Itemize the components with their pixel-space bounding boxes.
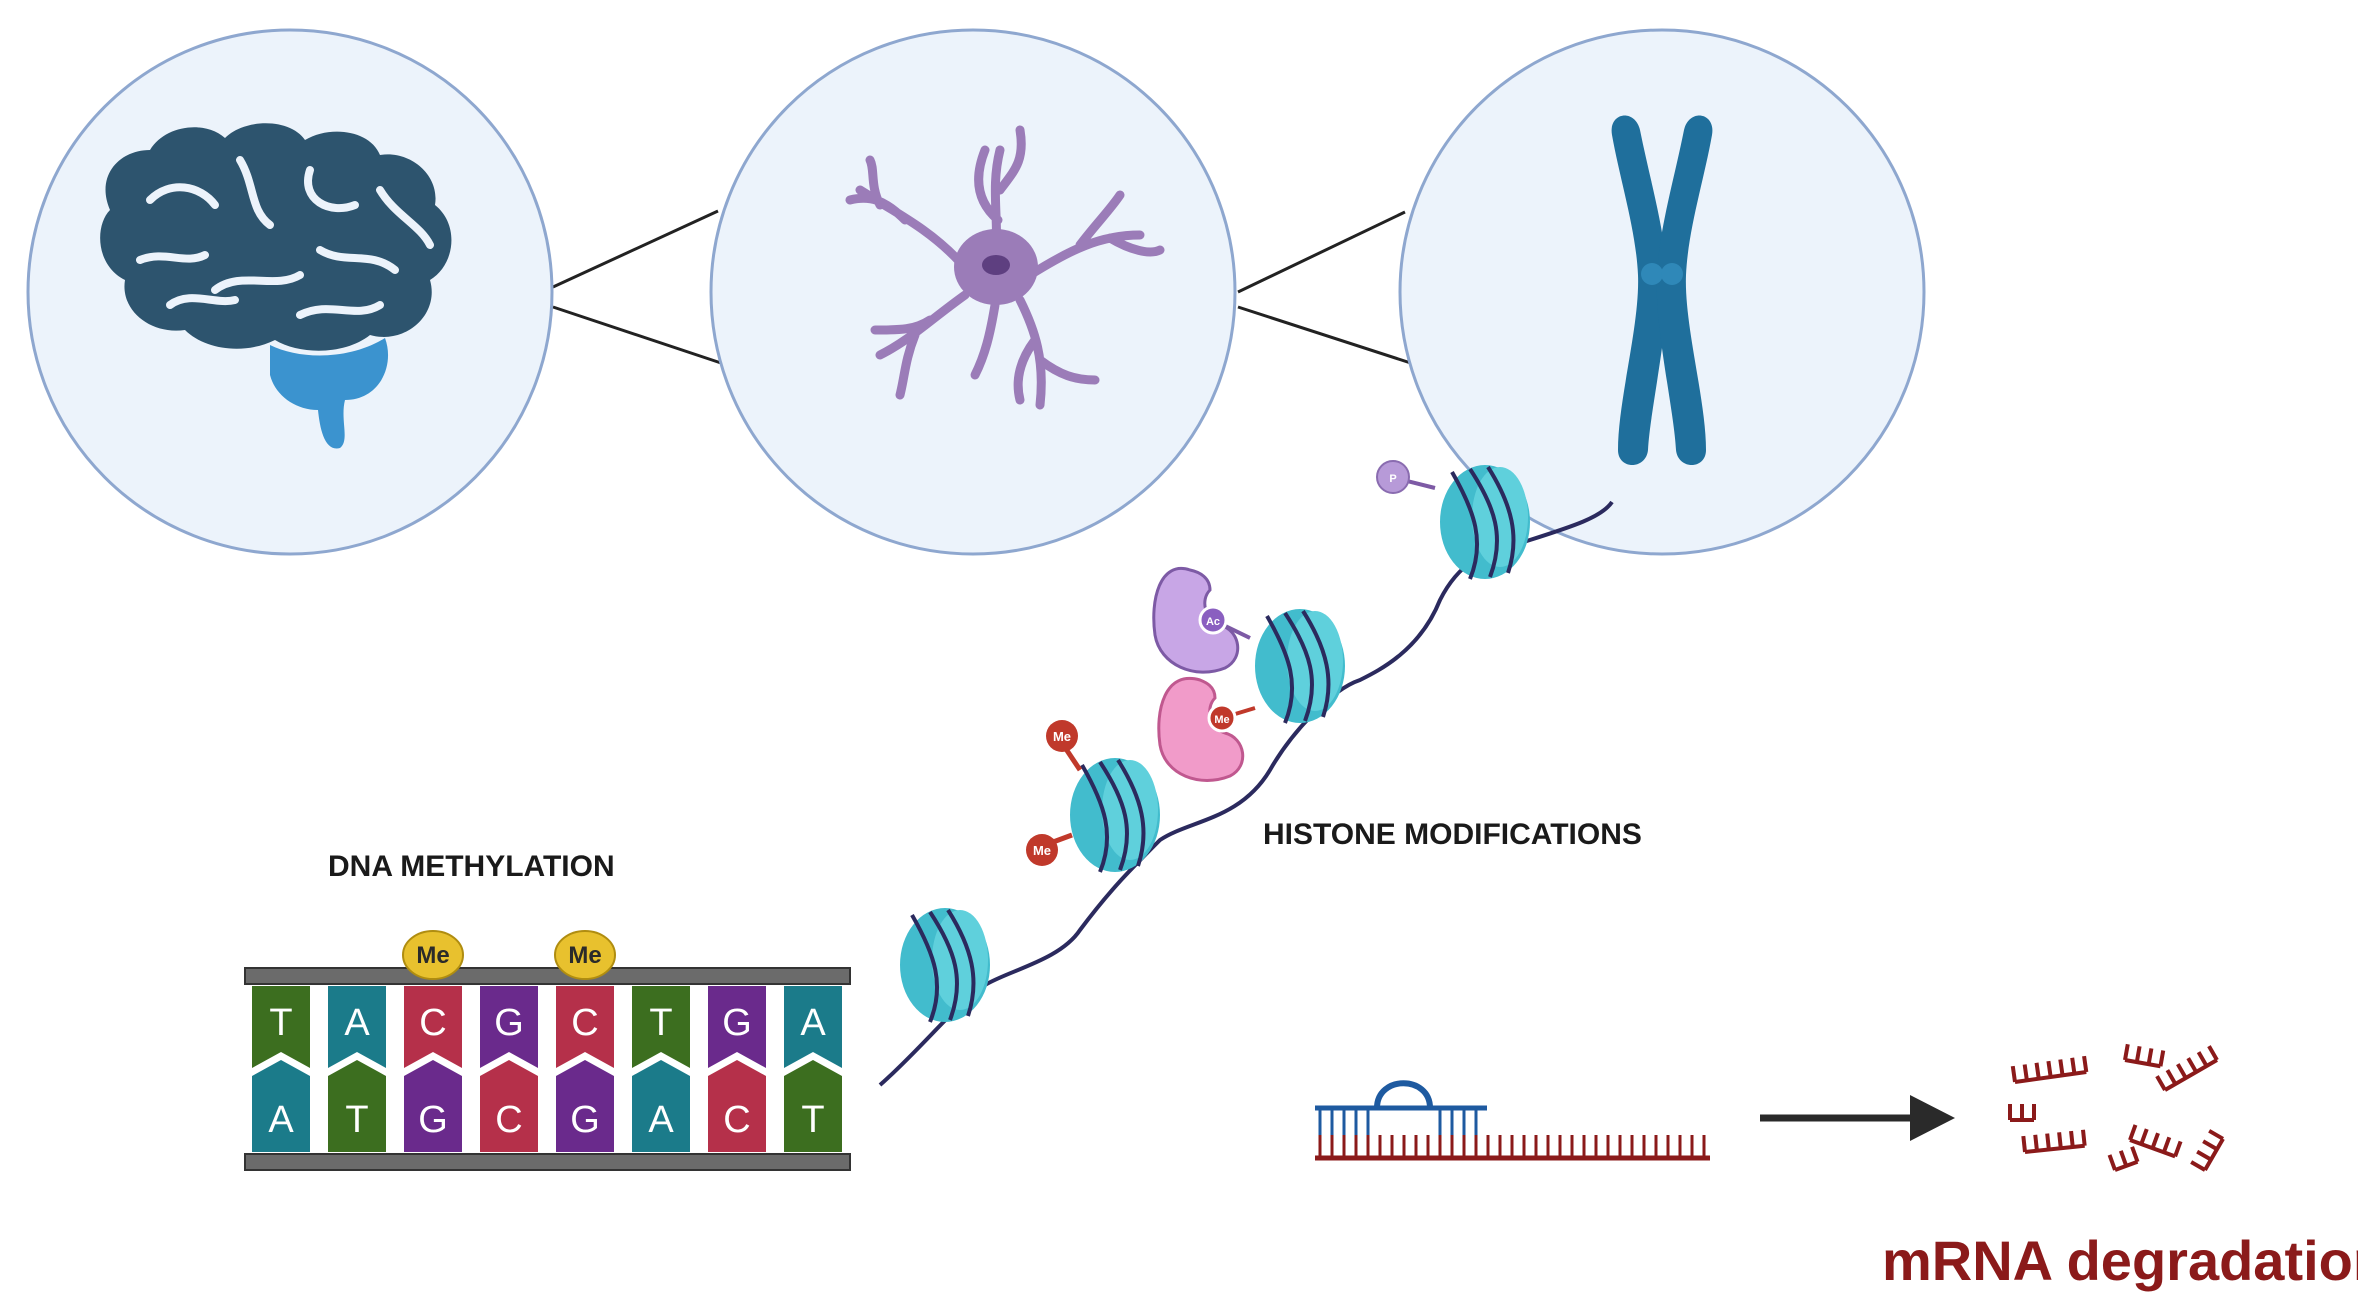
writer-enzyme-acetyl: Ac <box>1152 566 1251 674</box>
nucleosome-2 <box>1070 758 1160 873</box>
mrna-fragment <box>2021 1129 2087 1154</box>
dna-base-top <box>708 986 766 1068</box>
dna-base-bottom <box>784 1060 842 1152</box>
nucleosome-4 <box>1440 465 1530 580</box>
dna-base-bottom <box>404 1060 462 1152</box>
mrna-fragment <box>2155 1045 2219 1092</box>
histone-tag-text: Ac <box>1206 616 1220 628</box>
dna-double-helix: T A A T C G G C C G T A G C A T Me Me <box>244 930 851 1171</box>
histone-methyl-tag-1: Me <box>1046 720 1083 772</box>
dna-bottom-backbone <box>244 1153 851 1171</box>
methyl-label: Me <box>416 942 449 969</box>
dna-base-letter: A <box>268 1099 294 1141</box>
dna-base-letter: T <box>801 1099 824 1141</box>
histone-methyl-tag-2: Me <box>1026 832 1073 866</box>
dna-base-letter: C <box>571 1002 598 1044</box>
mrna-degradation-label: mRNA degradation <box>1882 1229 2358 1292</box>
dna-base-top <box>632 986 690 1068</box>
mrna-fragments <box>2008 1043 2225 1172</box>
histone-tag-text: Me <box>1033 843 1051 858</box>
dna-base-letter: C <box>723 1099 750 1141</box>
zoom-connector-lines <box>552 209 1421 368</box>
histone-tag-text: Me <box>1053 729 1071 744</box>
mrna-fragment <box>2010 1055 2089 1084</box>
dna-base-bottom <box>556 1060 614 1152</box>
mrna-fragment <box>2190 1129 2225 1172</box>
dna-base-bottom <box>480 1060 538 1152</box>
dna-base-letter: T <box>345 1099 368 1141</box>
dna-methylation-label: DNA METHYLATION <box>328 850 615 883</box>
histone-phospho-tag: P <box>1376 460 1436 494</box>
dna-base-letter: C <box>419 1002 446 1044</box>
mrna-fragment <box>2123 1043 2166 1069</box>
dna-top-backbone <box>244 967 851 985</box>
dna-base-letter: G <box>570 1099 600 1141</box>
dna-base-letter: A <box>800 1002 826 1044</box>
dna-base-top <box>252 986 310 1068</box>
dna-base-letter: C <box>495 1099 522 1141</box>
nucleosome-1 <box>900 908 990 1023</box>
methyl-group <box>554 930 616 980</box>
methyl-group <box>402 930 464 980</box>
mrna-fragment <box>2008 1104 2036 1122</box>
writer-enzyme-methyl: Me <box>1157 676 1256 782</box>
degradation-arrow <box>1760 1095 1955 1141</box>
brain-icon <box>100 123 452 449</box>
dna-base-letter: T <box>269 1002 292 1044</box>
dna-base-top <box>784 986 842 1068</box>
dna-base-top <box>556 986 614 1068</box>
dna-base-letter: A <box>344 1002 370 1044</box>
dna-base-top <box>328 986 386 1068</box>
neuron-icon <box>845 125 1165 410</box>
histone-modifications-label: HISTONE MODIFICATIONS <box>1263 818 1642 851</box>
dna-base-letter: T <box>649 1002 672 1044</box>
dna-base-letter: G <box>722 1002 752 1044</box>
methyl-label: Me <box>568 942 601 969</box>
dna-base-bottom <box>252 1060 310 1152</box>
nucleosome-3 <box>1255 609 1345 724</box>
dna-base-letter: G <box>494 1002 524 1044</box>
dna-base-letter: A <box>648 1099 674 1141</box>
histone-tag-text: Me <box>1214 714 1229 726</box>
mrna-strand <box>1315 1080 1710 1161</box>
chromosome-icon <box>1611 115 1713 465</box>
dna-backbone-strand <box>878 500 1614 1087</box>
dna-base-bottom <box>328 1060 386 1152</box>
dna-base-top <box>404 986 462 1068</box>
dna-base-letter: G <box>418 1099 448 1141</box>
mrna-fragment <box>2107 1146 2140 1172</box>
histone-tag-text: P <box>1389 473 1396 485</box>
mrna-fragment <box>2128 1124 2183 1159</box>
dna-base-bottom <box>632 1060 690 1152</box>
neuron-nucleus <box>982 255 1010 275</box>
dna-base-bottom <box>708 1060 766 1152</box>
dna-base-top <box>480 986 538 1068</box>
